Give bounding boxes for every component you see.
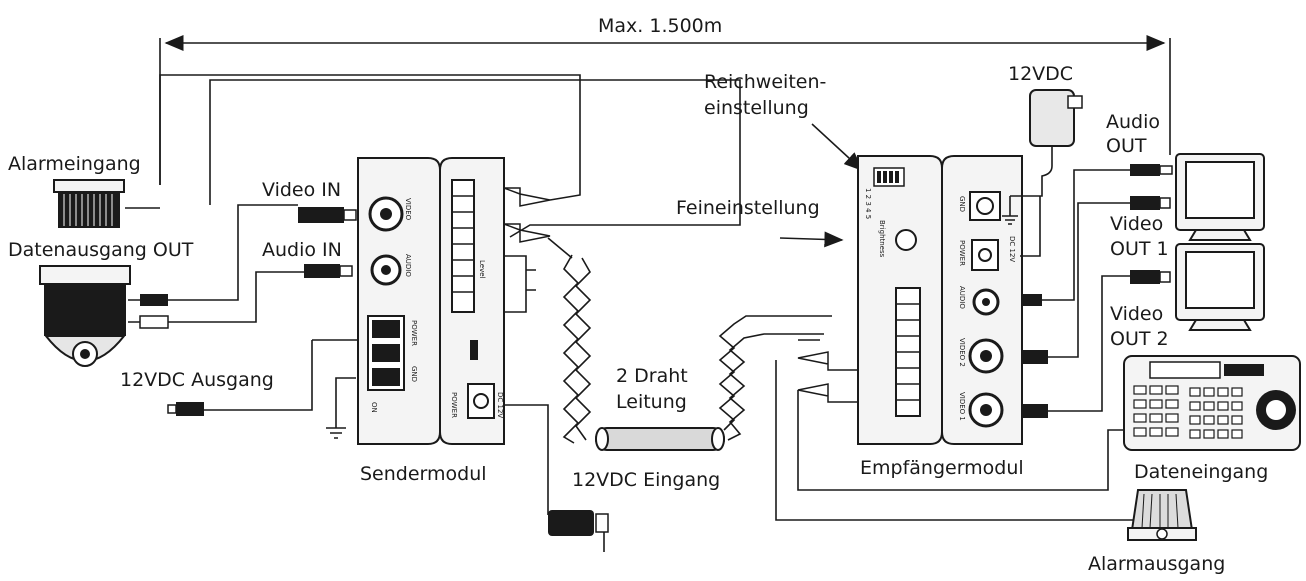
video-out2-label-2: OUT 2 — [1110, 328, 1169, 350]
svg-text:ON: ON — [370, 402, 378, 413]
sender-module: VIDEO AUDIO POWER GND ON Level POWER DC … — [357, 157, 505, 485]
vdc-top-label: 12VDC — [1008, 63, 1073, 85]
alarm-input-label: Alarmeingang — [8, 153, 141, 175]
video-in-label: Video IN — [262, 179, 341, 201]
receiver-module: 1 2 3 4 5 Brightness GND POWER AUDIO VID… — [857, 155, 1024, 479]
svg-text:VIDEO: VIDEO — [404, 198, 412, 221]
svg-text:POWER: POWER — [410, 320, 418, 346]
data-output-label: Datenausgang OUT — [8, 239, 194, 261]
svg-text:GND: GND — [958, 196, 966, 212]
svg-text:DC 12V: DC 12V — [1008, 236, 1016, 262]
two-wire-cable: 2 Draht Leitung — [595, 315, 832, 451]
svg-text:VIDEO 1: VIDEO 1 — [958, 392, 966, 421]
video-out1-label-1: Video — [1110, 213, 1163, 235]
range-setting-callout: Reichweiten- einstellung — [704, 71, 864, 172]
svg-text:Level: Level — [478, 260, 486, 279]
sender-terminal-wires — [503, 187, 592, 444]
vdc-input-adapter: 12VDC Eingang — [504, 404, 720, 552]
svg-text:Brightness: Brightness — [878, 220, 886, 258]
svg-text:POWER: POWER — [958, 240, 966, 266]
video-out1-label-2: OUT 1 — [1110, 238, 1169, 260]
max-distance-dimension: Max. 1.500m — [159, 15, 1171, 185]
range-setting-label-2: einstellung — [704, 97, 809, 119]
svg-text:VIDEO 2: VIDEO 2 — [958, 338, 966, 367]
vdc-top-adapter: 12VDC — [1002, 63, 1083, 257]
svg-text:1 2 3 4 5: 1 2 3 4 5 — [864, 188, 872, 219]
alarm-output-siren: Alarmausgang — [1088, 489, 1225, 575]
vdc-output-label: 12VDC Ausgang — [120, 369, 274, 391]
dome-camera: Datenausgang OUT — [8, 239, 194, 367]
alarm-output-label: Alarmausgang — [1088, 553, 1225, 575]
vdc-input-label: 12VDC Eingang — [572, 469, 720, 491]
audio-in-label: Audio IN — [262, 239, 342, 261]
range-setting-label-1: Reichweiten- — [704, 71, 826, 93]
alarm-wiring — [125, 74, 741, 238]
video-out2-label-1: Video — [1110, 303, 1163, 325]
svg-text:GND: GND — [410, 366, 418, 382]
audio-in-plug: Audio IN — [262, 239, 353, 278]
alarm-input-sensor: Alarmeingang — [8, 153, 141, 228]
receiver-output-cables — [1022, 164, 1173, 418]
two-wire-label-1: 2 Draht — [616, 365, 688, 387]
camera-cables — [128, 204, 304, 329]
sender-module-label: Sendermodul — [360, 463, 487, 485]
max-distance-label: Max. 1.500m — [598, 15, 722, 37]
fine-setting-callout: Feineinstellung — [676, 197, 844, 248]
audio-out-label-1: Audio — [1106, 111, 1160, 133]
monitor-1 — [1175, 153, 1265, 241]
vdc-output-plug: 12VDC Ausgang — [120, 339, 358, 439]
fine-setting-label: Feineinstellung — [676, 197, 820, 219]
svg-text:DC 12V: DC 12V — [496, 392, 504, 418]
svg-text:POWER: POWER — [450, 392, 458, 418]
audio-out-label-2: OUT — [1106, 135, 1147, 157]
video-in-plug: Video IN — [262, 179, 357, 223]
two-wire-label-2: Leitung — [616, 391, 687, 413]
monitor-2 — [1175, 243, 1265, 331]
svg-text:AUDIO: AUDIO — [404, 254, 412, 277]
svg-text:AUDIO: AUDIO — [958, 286, 966, 309]
receiver-module-label: Empfängermodul — [860, 457, 1024, 479]
receiver-input-wires — [775, 339, 1138, 521]
data-input-label: Dateneingang — [1134, 461, 1268, 483]
keyboard-controller: Dateneingang — [1123, 355, 1301, 483]
